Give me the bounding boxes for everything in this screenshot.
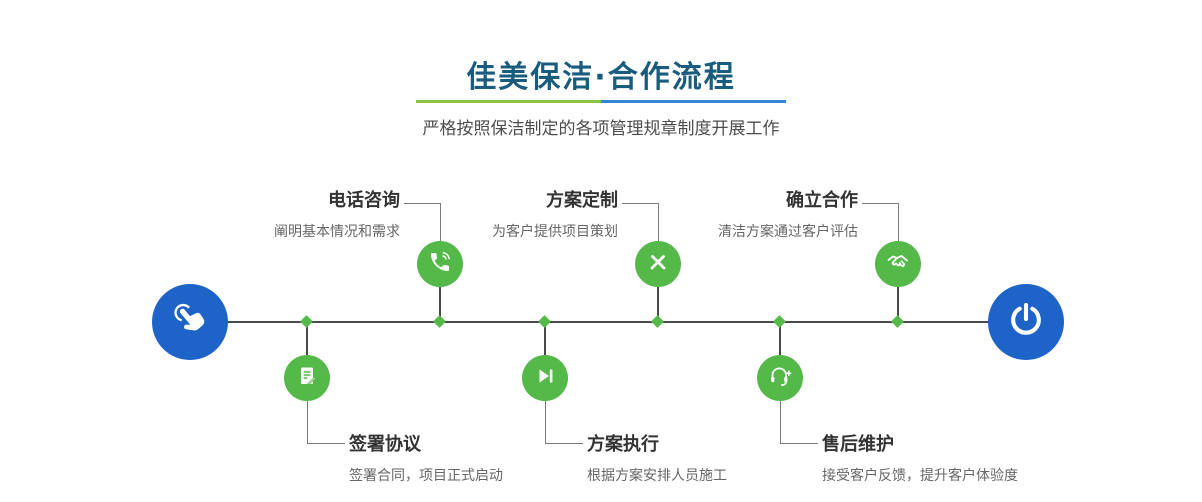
connector-stem [544,323,546,355]
step-node-sign-agreement [284,355,330,401]
timeline-diamond [538,315,551,328]
timeline-diamond [773,315,786,328]
connector-elbow [898,203,899,241]
connector-elbow [780,443,818,444]
pointer-hand-icon [170,300,210,344]
design-icon [646,250,670,278]
timeline-start-node [152,284,228,360]
phone-icon [428,250,452,278]
timeline-end-node [988,284,1064,360]
handshake-icon [886,250,910,278]
timeline-diamond [433,315,446,328]
connector-elbow [440,203,441,241]
connector-elbow [404,203,440,204]
timeline-line [190,321,1026,323]
connector-elbow [658,203,659,241]
step-title: 电话咨询 [328,190,400,211]
connector-stem [779,323,781,355]
step-title: 售后维护 [822,434,894,455]
step-title: 签署协议 [349,434,421,455]
power-icon [1007,301,1045,343]
connector-stem [439,287,441,321]
connector-elbow [622,203,658,204]
timeline-diamond [651,315,664,328]
play-icon [533,364,557,392]
step-title: 方案定制 [546,190,618,211]
connector-stem [897,287,899,321]
headset-icon [768,364,792,392]
connector-stem [657,287,659,321]
step-label-cooperation: 确立合作 清洁方案通过客户评估 [718,186,858,241]
page-title: 佳美保洁·合作流程 [466,60,736,95]
step-label-plan-design: 方案定制 为客户提供项目策划 [492,186,618,241]
connector-stem [306,323,308,355]
connector-elbow [307,443,345,444]
step-node-cooperation [875,241,921,287]
step-title: 方案执行 [587,434,659,455]
timeline-diamond [300,315,313,328]
step-node-after-sales [757,355,803,401]
step-label-after-sales: 售后维护 接受客户反馈，提升客户体验度 [822,430,1018,485]
step-label-execute-plan: 方案执行 根据方案安排人员施工 [587,430,727,485]
step-desc: 为客户提供项目策划 [492,224,618,240]
step-label-sign-agreement: 签署协议 签署合同，项目正式启动 [349,430,503,485]
step-desc: 清洁方案通过客户评估 [718,224,858,240]
step-desc: 阐明基本情况和需求 [274,224,400,240]
connector-elbow [545,443,583,444]
step-title: 确立合作 [786,190,858,211]
step-desc: 接受客户反馈，提升客户体验度 [822,468,1018,484]
underline-green-segment [416,100,601,103]
connector-elbow [307,401,308,443]
page-subtitle: 严格按照保洁制定的各项管理规章制度开展工作 [422,119,780,139]
step-label-phone-consult: 电话咨询 阐明基本情况和需求 [274,186,400,241]
step-desc: 签署合同，项目正式启动 [349,468,503,484]
connector-elbow [862,203,898,204]
step-node-plan-design [635,241,681,287]
step-node-phone-consult [417,241,463,287]
connector-elbow [780,401,781,443]
underline-blue-segment [601,100,786,103]
title-underline [416,100,786,103]
timeline-diamond [891,315,904,328]
step-desc: 根据方案安排人员施工 [587,468,727,484]
connector-elbow [545,401,546,443]
step-node-execute-plan [522,355,568,401]
contract-icon [295,364,319,392]
